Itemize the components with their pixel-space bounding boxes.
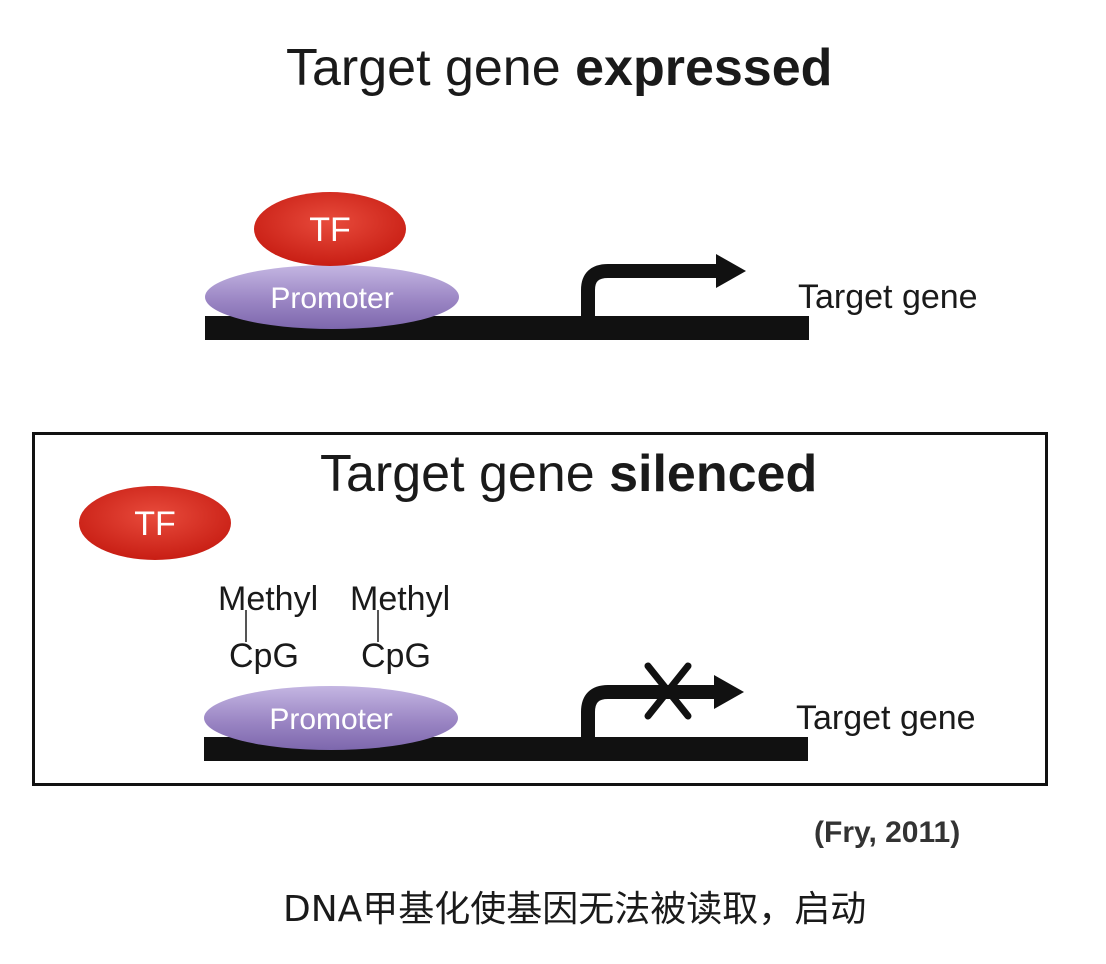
- methyl-label-2: Methyl: [350, 580, 451, 618]
- silenced-title-bold: silenced: [609, 445, 818, 503]
- expressed-diagram: Promoter TF: [205, 192, 809, 340]
- expressed-gene-label: Target gene: [798, 278, 978, 316]
- tf-ellipse-free: [79, 486, 231, 560]
- promoter-ellipse: [205, 265, 459, 329]
- expressed-title: Target gene expressed: [286, 38, 832, 98]
- caption: DNA甲基化使基因无法被读取，启动: [283, 889, 867, 930]
- expressed-title-plain: Target gene: [286, 39, 561, 97]
- block-x-mark: [644, 662, 692, 720]
- promoter-label-silenced: Promoter: [269, 703, 392, 736]
- cpg-label-1: CpG: [229, 637, 299, 675]
- methyl-label-1: Methyl: [218, 580, 319, 618]
- promoter-label: Promoter: [270, 282, 393, 315]
- silenced-gene-label: Target gene: [796, 699, 976, 737]
- transcription-arrow: [581, 264, 720, 318]
- transcription-arrow-blocked: [581, 685, 718, 740]
- promoter-ellipse-silenced: [204, 686, 458, 750]
- tf-label: TF: [309, 211, 351, 249]
- tf-ellipse: [254, 192, 406, 266]
- cpg-label-2: CpG: [361, 637, 431, 675]
- tf-label-free: TF: [134, 505, 176, 543]
- arrow-head: [716, 254, 746, 288]
- silenced-panel-box: [32, 432, 1048, 786]
- silenced-diagram: TF Promoter: [79, 486, 808, 761]
- silenced-title: Target gene silenced: [320, 444, 817, 504]
- citation: (Fry, 2011): [814, 816, 961, 849]
- expressed-title-bold: expressed: [575, 39, 833, 97]
- arrow-head-blocked: [714, 675, 744, 709]
- silenced-title-plain: Target gene: [320, 445, 595, 503]
